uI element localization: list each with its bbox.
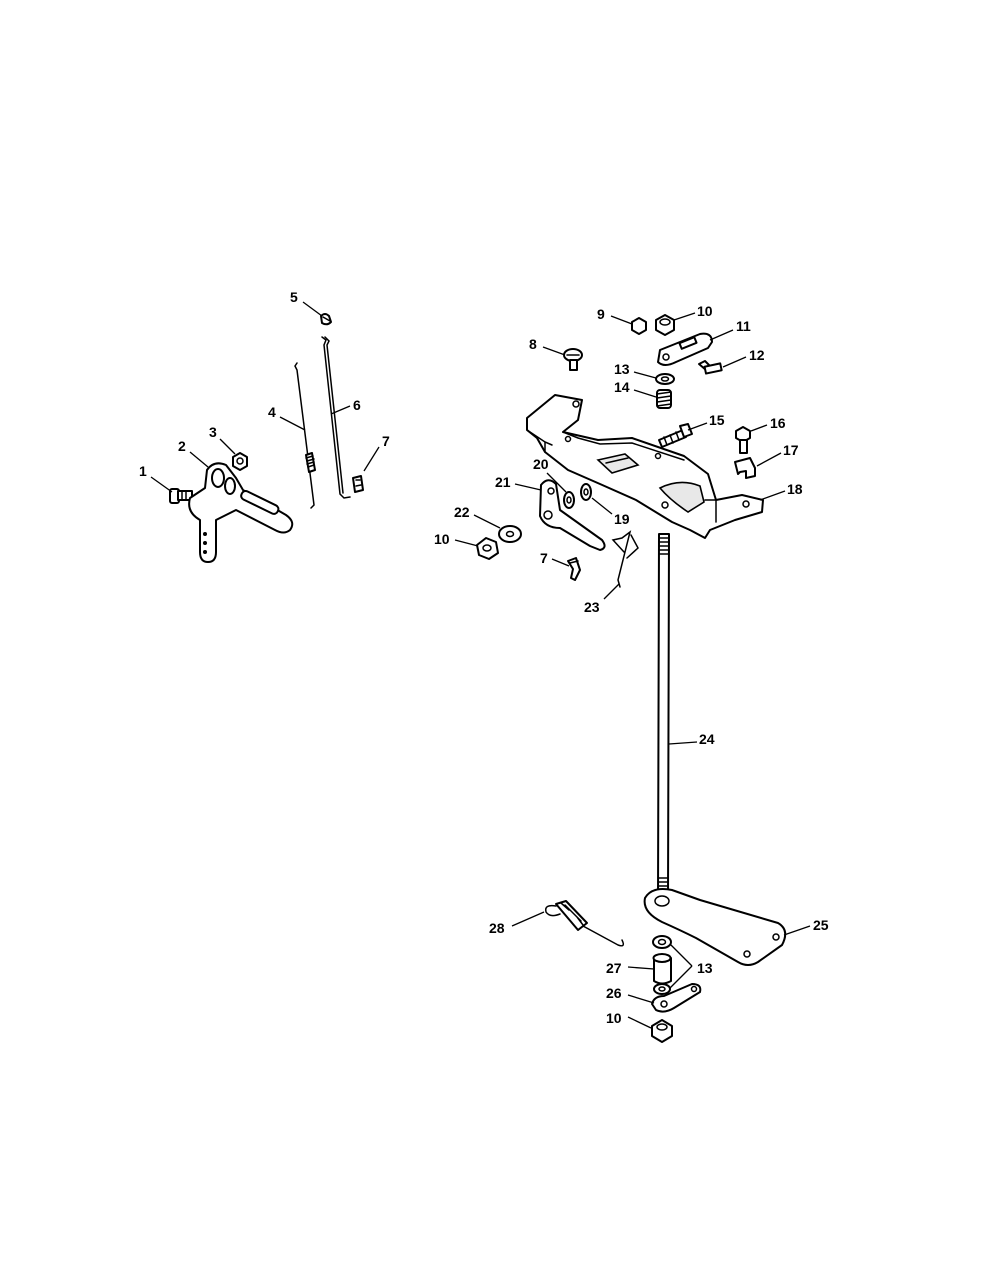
part-19-washer[interactable] (580, 483, 592, 501)
part-17-clip[interactable] (734, 457, 756, 479)
callout-18: 18 (787, 481, 803, 497)
part-23-link[interactable] (611, 530, 639, 588)
callout-12: 12 (749, 347, 765, 363)
callout-13: 13 (614, 361, 630, 377)
callout-1: 1 (139, 463, 147, 479)
part-7-clip[interactable] (567, 557, 581, 581)
callout-6: 6 (353, 397, 361, 413)
part-27-spacer[interactable] (652, 953, 672, 985)
part-7-clip[interactable] (352, 475, 364, 493)
callout-labels: 1 2 3 4 5 6 7 8 9 10 11 12 13 14 15 16 1… (139, 289, 829, 1026)
part-9-nut[interactable] (631, 317, 647, 335)
part-15-bolt[interactable] (658, 423, 693, 448)
callout-21: 21 (495, 474, 511, 490)
part-13-washer[interactable] (653, 983, 671, 995)
part-10-nut[interactable] (651, 1019, 673, 1043)
callout-3: 3 (209, 424, 217, 440)
callout-15: 15 (709, 412, 725, 428)
part-14-spring[interactable] (656, 389, 672, 409)
callout-23: 23 (584, 599, 600, 615)
callout-10: 10 (434, 531, 450, 547)
callout-7: 7 (540, 550, 548, 566)
callout-5: 5 (290, 289, 298, 305)
part-10-nut[interactable] (476, 537, 499, 560)
part-8-screw[interactable] (563, 348, 583, 371)
callout-19: 19 (614, 511, 630, 527)
part-12-bolt[interactable] (698, 360, 723, 375)
part-20-washer[interactable] (563, 491, 575, 509)
callout-13: 13 (697, 960, 713, 976)
part-28-spring[interactable] (544, 900, 625, 947)
part-18-bracket[interactable] (526, 394, 764, 539)
callout-11: 11 (736, 318, 751, 334)
part-13-washer[interactable] (652, 935, 672, 949)
callout-10: 10 (606, 1010, 622, 1026)
callout-24: 24 (699, 731, 715, 747)
part-16-bolt[interactable] (735, 426, 751, 454)
callout-7: 7 (382, 433, 390, 449)
part-3-nut[interactable] (232, 452, 248, 471)
callout-8: 8 (529, 336, 537, 352)
callout-16: 16 (770, 415, 786, 431)
part-22-washer[interactable] (498, 525, 522, 543)
part-26-arm[interactable] (651, 983, 702, 1013)
part-5-clip[interactable] (320, 313, 332, 326)
callout-26: 26 (606, 985, 622, 1001)
callout-14: 14 (614, 379, 630, 395)
part-2-lever[interactable] (188, 462, 294, 563)
callout-2: 2 (178, 438, 186, 454)
part-1-bolt[interactable] (169, 488, 193, 504)
part-21-arm[interactable] (539, 479, 606, 551)
callout-9: 9 (597, 306, 605, 322)
part-25-plate[interactable] (643, 888, 787, 966)
leader-lines (150, 301, 811, 1029)
callout-20: 20 (533, 456, 549, 472)
part-11-lever[interactable] (657, 332, 713, 366)
callout-25: 25 (813, 917, 829, 933)
part-4-spring-rod[interactable] (294, 362, 316, 509)
part-24-shaft[interactable] (657, 533, 670, 903)
callout-17: 17 (783, 442, 799, 458)
callout-22: 22 (454, 504, 470, 520)
part-10-nut[interactable] (655, 314, 675, 336)
callout-28: 28 (489, 920, 505, 936)
callout-10: 10 (697, 303, 713, 319)
part-13-washer[interactable] (655, 373, 675, 385)
callout-27: 27 (606, 960, 622, 976)
callout-4: 4 (268, 404, 276, 420)
part-6-rod[interactable] (321, 336, 351, 499)
